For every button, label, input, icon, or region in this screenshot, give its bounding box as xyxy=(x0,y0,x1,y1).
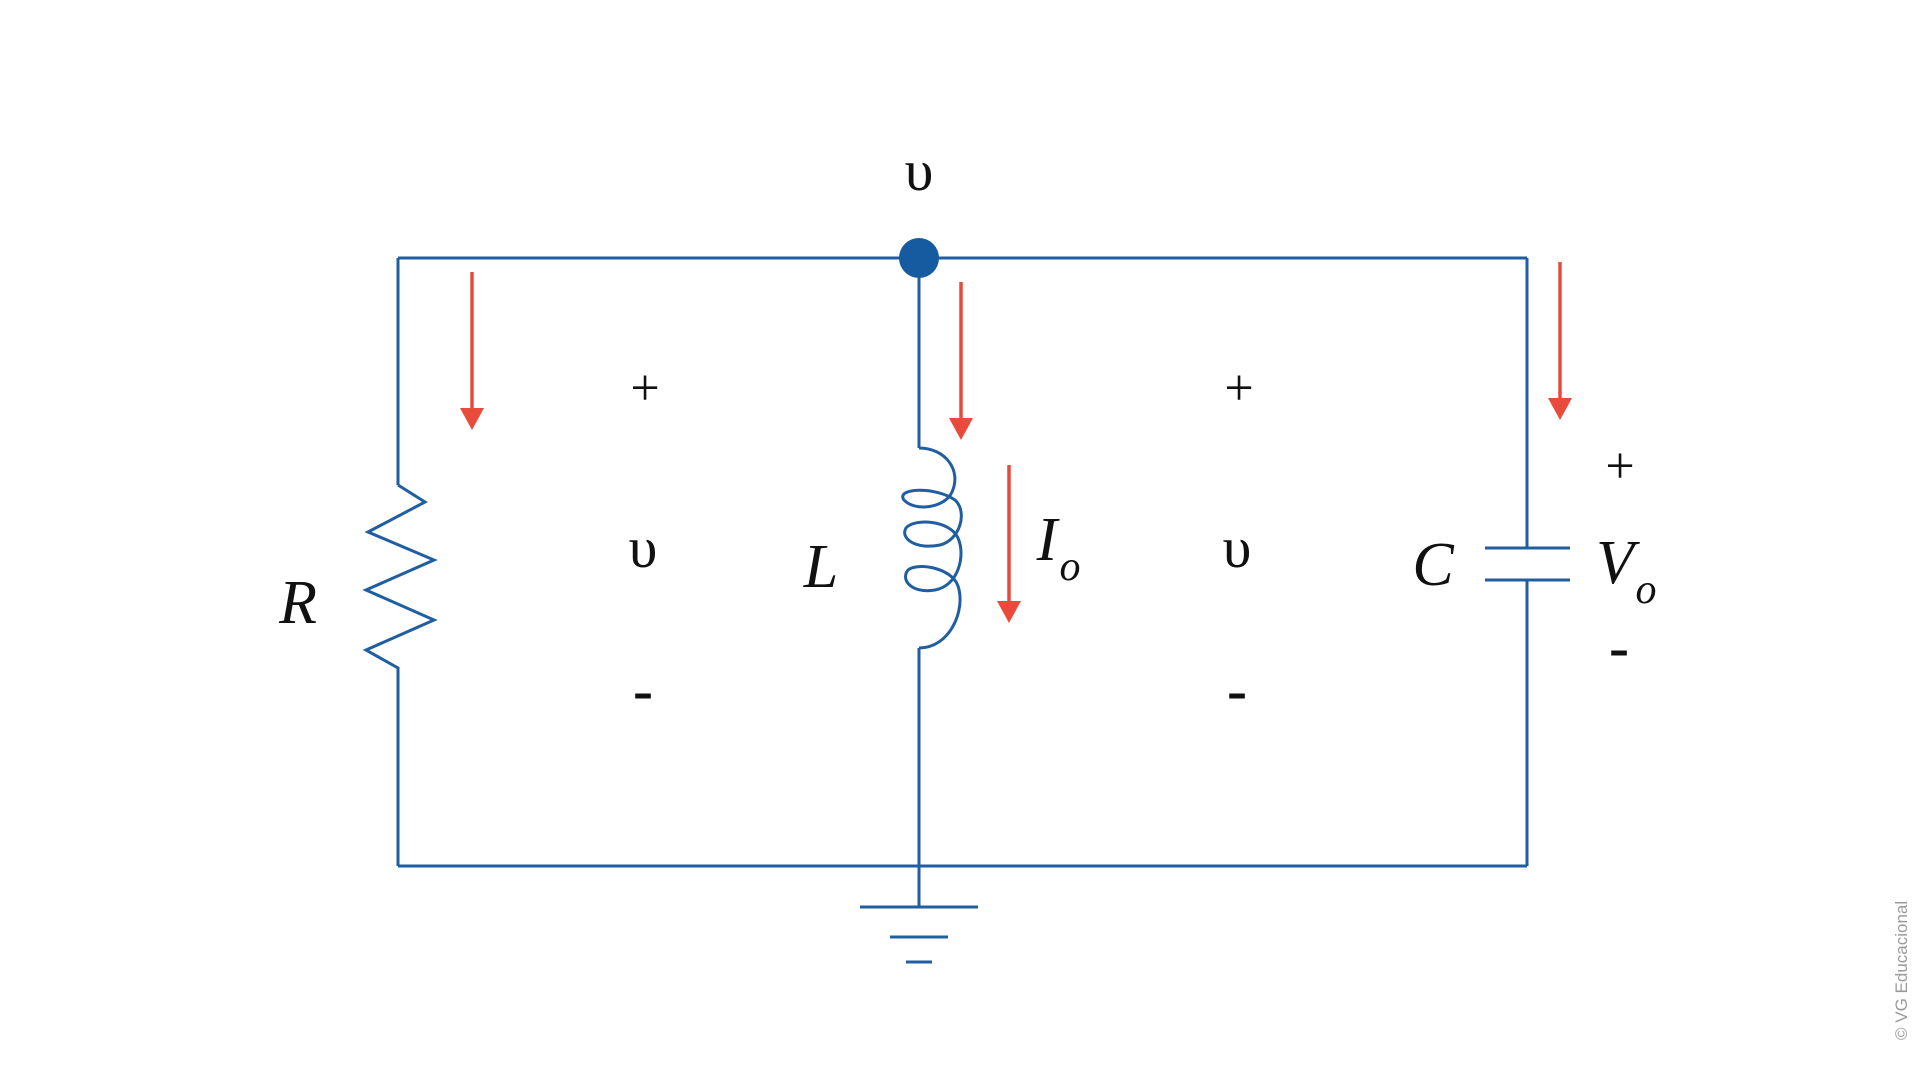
inductor-label: L xyxy=(803,533,838,601)
current-arrow-inductor-branch xyxy=(949,282,973,440)
top-node-dot xyxy=(899,238,939,278)
right-voltage-label: υ xyxy=(1223,515,1252,580)
capacitor-voltage-subscript: o xyxy=(1636,567,1657,613)
capacitor-symbol xyxy=(1485,546,1570,582)
resistor-label: R xyxy=(278,569,317,637)
node-voltage-label: υ xyxy=(905,138,934,203)
left-minus-sign: - xyxy=(632,655,653,727)
ground-symbol xyxy=(860,866,978,964)
circuit-wires xyxy=(396,256,1529,868)
resistor-symbol xyxy=(362,483,438,688)
current-arrow-resistor xyxy=(460,272,484,430)
inductor-current-label: I xyxy=(1036,506,1061,574)
left-plus-sign: + xyxy=(630,360,659,417)
current-arrow-capacitor xyxy=(1548,262,1572,420)
capacitor-voltage-label: V xyxy=(1596,529,1640,597)
current-arrow-io xyxy=(997,465,1021,623)
capacitor-minus-sign: - xyxy=(1608,612,1629,684)
right-minus-sign: - xyxy=(1226,655,1247,727)
inductor-symbol xyxy=(901,446,963,650)
left-voltage-label: υ xyxy=(629,515,658,580)
capacitor-plus-sign: + xyxy=(1605,438,1634,495)
inductor-current-subscript: o xyxy=(1060,544,1081,590)
capacitor-label: C xyxy=(1412,531,1454,599)
copyright-credit: © VG Educacional xyxy=(1892,901,1911,1040)
right-plus-sign: + xyxy=(1224,360,1253,417)
